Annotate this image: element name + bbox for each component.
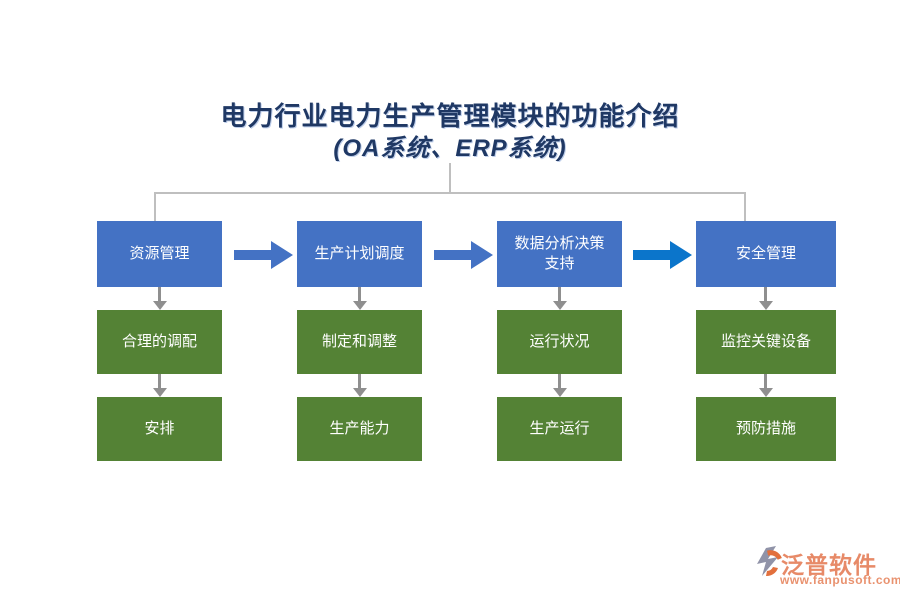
down-arrow-icon [352,287,367,310]
down-arrow-icon [152,287,167,310]
detail-box-operating-status: 运行状况 [497,310,622,374]
module-box-data-analysis-decision-support: 数据分析决策支持 [497,221,622,287]
down-arrow-icon [352,374,367,397]
detail-box-arrangement: 安排 [97,397,222,461]
right-arrow-icon [434,240,493,270]
detail-box-production-operation: 生产运行 [497,397,622,461]
down-arrow-icon [758,287,773,310]
right-arrow-icon [234,240,293,270]
right-arrow-icon [633,240,692,270]
module-box-resource-management: 资源管理 [97,221,222,287]
detail-box-production-capacity: 生产能力 [297,397,422,461]
watermark-url: www.fanpusoft.com [780,573,900,587]
down-arrow-icon [552,374,567,397]
watermark-brand: 泛普软件 [781,552,877,578]
down-arrow-icon [758,374,773,397]
module-box-safety-management: 安全管理 [696,221,836,287]
diagram-title: 电力行业电力生产管理模块的功能介绍 [220,101,680,131]
down-arrow-icon [552,287,567,310]
module-box-production-plan-scheduling: 生产计划调度 [297,221,422,287]
detail-box-monitor-key-equipment: 监控关键设备 [696,310,836,374]
detail-box-reasonable-allocation: 合理的调配 [97,310,222,374]
down-arrow-icon [152,374,167,397]
detail-box-formulate-adjust: 制定和调整 [297,310,422,374]
diagram-subtitle: (OA系统、ERP系统) [333,135,567,162]
fanpu-logo-icon [757,546,782,577]
detail-box-preventive-measures: 预防措施 [696,397,836,461]
